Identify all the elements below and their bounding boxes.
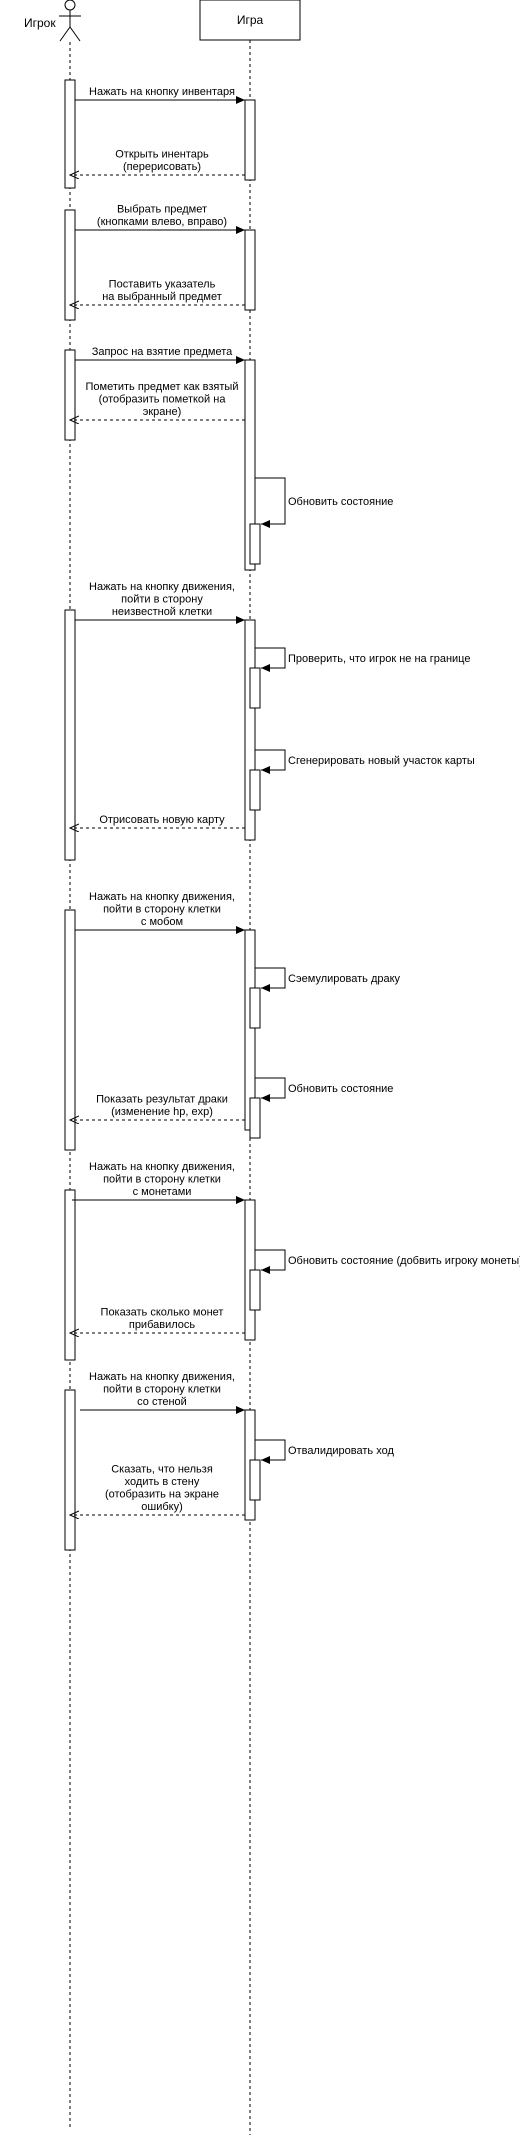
activation-bar <box>64 909 76 1151</box>
message-label: с мобом <box>141 916 183 928</box>
message-label: Нажать на кнопку движения, <box>89 1161 235 1173</box>
message-label: с монетами <box>133 1186 192 1198</box>
message-reply: Открыть инентарь(перерисовать) <box>70 149 245 176</box>
message-self: Сэемулировать драку <box>249 967 401 1029</box>
message-label: Сказать, что нельзя <box>111 1464 213 1476</box>
self-message-arrow <box>255 647 286 672</box>
message-label: Показать результат драки <box>96 1094 228 1106</box>
message-label: (кнопками влево, вправо) <box>97 216 227 228</box>
activation-bar <box>64 349 76 441</box>
message-self: Обновить состояние <box>249 477 393 565</box>
message-sync: Нажать на кнопку движения,пойти в сторон… <box>72 1161 245 1204</box>
message-label: экране) <box>143 406 182 418</box>
message-label: Нажать на кнопку инвентаря <box>89 86 235 98</box>
message-label: Сгенерировать новый участок карты <box>288 755 475 767</box>
activation-bar <box>64 209 76 321</box>
message-reply: Показать результат драки(изменение hp, e… <box>70 1094 245 1121</box>
message-reply: Пометить предмет как взятый(отобразить п… <box>70 381 245 420</box>
message-label: Нажать на кнопку движения, <box>89 891 235 903</box>
message-label: Нажать на кнопку движения, <box>89 581 235 593</box>
self-message-arrow <box>255 1249 286 1274</box>
participant-player: Игрок <box>24 0 81 42</box>
message-label: Запрос на взятие предмета <box>92 346 233 358</box>
activation-bar <box>244 229 256 311</box>
message-reply: Отрисовать новую карту <box>70 814 245 828</box>
message-self: Обновить состояние (добвить игроку монет… <box>249 1249 520 1311</box>
message-label: пойти в сторону клетки <box>103 1174 221 1186</box>
activation-bar <box>64 1389 76 1551</box>
nested-activation-bar <box>249 1459 261 1501</box>
nested-activation-bar <box>249 523 261 565</box>
participant-player-label: Игрок <box>24 16 56 30</box>
message-sync: Нажать на кнопку инвентаря <box>75 86 245 104</box>
activation-bar <box>244 359 256 571</box>
message-label: Пометить предмет как взятый <box>86 381 239 393</box>
player-activations <box>64 79 76 1551</box>
message-label: на выбранный предмет <box>102 291 222 303</box>
message-label: неизвестной клетки <box>112 606 212 618</box>
message-label: (отобразить пометкой на <box>99 394 227 406</box>
message-label: Открыть инентарь <box>115 149 209 161</box>
self-message-arrow <box>255 1077 286 1102</box>
participant-game: Игра <box>199 0 301 41</box>
message-sync: Нажать на кнопку движения,пойти в сторон… <box>80 1371 245 1414</box>
message-sync: Нажать на кнопку движения,пойти в сторон… <box>75 891 245 934</box>
message-label: пойти в сторону клетки <box>103 1384 221 1396</box>
nested-activation-bar <box>249 987 261 1029</box>
message-label: Отрисовать новую карту <box>99 814 225 826</box>
message-label: Обновить состояние <box>288 496 393 508</box>
message-self: Сгенерировать новый участок карты <box>249 749 475 811</box>
message-label: (перерисовать) <box>123 161 201 173</box>
self-message-arrow <box>255 477 286 528</box>
activation-bar <box>244 619 256 841</box>
message-label: Показать сколько монет <box>101 1307 224 1319</box>
message-label: Выбрать предмет <box>117 204 207 216</box>
message-label: прибавилось <box>129 1319 196 1331</box>
message-sync: Выбрать предмет(кнопками влево, вправо) <box>75 204 245 234</box>
participant-game-box <box>199 0 301 41</box>
activation-bar <box>64 1189 76 1361</box>
message-label: Нажать на кнопку движения, <box>89 1371 235 1383</box>
message-self: Обновить состояние <box>249 1077 393 1139</box>
nested-activation-bar <box>249 769 261 811</box>
message-label: (отобразить на экране <box>105 1489 219 1501</box>
message-label: ходить в стену <box>125 1476 200 1488</box>
message-sync: Запрос на взятие предмета <box>75 346 245 364</box>
message-label: Сэемулировать драку <box>288 973 401 985</box>
activation-bar <box>64 79 76 189</box>
nested-activation-bar <box>249 1097 261 1139</box>
message-self: Отвалидировать ход <box>249 1439 394 1501</box>
self-message-arrow <box>255 1439 286 1464</box>
message-self: Проверить, что игрок не на границе <box>249 647 470 709</box>
message-label: Обновить состояние <box>288 1083 393 1095</box>
message-label: ошибку) <box>141 1501 183 1513</box>
message-label: (изменение hp, exp) <box>111 1106 213 1118</box>
nested-activation-bar <box>249 667 261 709</box>
self-message-arrow <box>255 749 286 774</box>
message-sync: Нажать на кнопку движения,пойти в сторон… <box>75 581 245 624</box>
message-label: со стеной <box>137 1396 187 1408</box>
message-label: пойти в сторону клетки <box>103 904 221 916</box>
activation-bar <box>64 609 76 861</box>
activation-bar <box>244 99 256 181</box>
message-label: Обновить состояние (добвить игроку монет… <box>288 1255 520 1267</box>
message-label: Проверить, что игрок не на границе <box>288 653 470 665</box>
message-label: пойти в сторону <box>121 594 203 606</box>
message-label: Поставить указатель <box>109 279 216 291</box>
self-message-arrow <box>255 967 286 992</box>
participant-game-label: Игра <box>237 13 264 27</box>
nested-activation-bar <box>249 1269 261 1311</box>
message-label: Отвалидировать ход <box>288 1445 394 1457</box>
actor-icon <box>59 0 81 42</box>
